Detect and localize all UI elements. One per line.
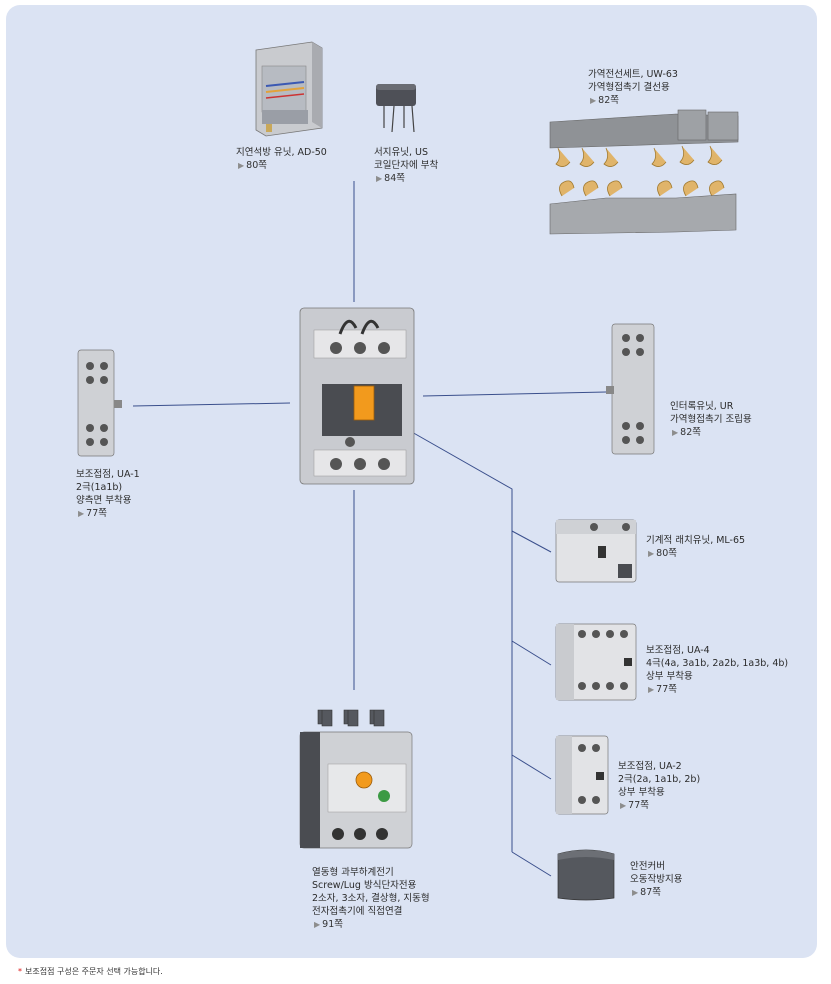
us-surge-unit-image [374, 80, 420, 142]
ua4-label: 보조접점, UA-4 4극(4a, 3a1b, 2a2b, 1a3b, 4b) … [646, 644, 788, 696]
overload-line3: 2소자, 3소자, 결상형, 지동형 [312, 893, 430, 904]
footnote-text: 보조접점 구성은 주문자 선택 가능합니다. [25, 967, 163, 976]
cover-page: 87쪽 [630, 886, 682, 899]
uw63-page: 82쪽 [588, 94, 678, 107]
uw63-line2: 가역형접촉기 결선용 [588, 82, 670, 93]
ur-page: 82쪽 [670, 426, 752, 439]
ua1-page: 77쪽 [76, 507, 140, 520]
ml65-page: 80쪽 [646, 547, 745, 560]
us-line2: 코일단자에 부착 [374, 160, 439, 171]
cover-line1: 안전커버 [630, 861, 665, 872]
us-label: 서지유닛, US 코일단자에 부착 84쪽 [374, 146, 438, 185]
ua4-line3: 상부 부착용 [646, 671, 693, 682]
overload-page: 91쪽 [312, 918, 430, 931]
overload-label: 열동형 과부하계전기 Screw/Lug 방식단자전용 2소자, 3소자, 결상… [312, 866, 430, 931]
ua2-unit-image [554, 734, 612, 820]
ua1-unit-image [76, 348, 126, 462]
ua4-page: 77쪽 [646, 683, 788, 696]
ur-line1: 인터록유닛, UR [670, 401, 734, 412]
ua2-line2: 2극(2a, 1a1b, 2b) [618, 774, 701, 785]
overload-relay-image [298, 708, 414, 854]
ua1-line3: 양측면 부착용 [76, 495, 132, 506]
us-page: 84쪽 [374, 172, 438, 185]
ml65-line1: 기계적 래치유닛, ML-65 [646, 535, 746, 546]
overload-line4: 전자접촉기에 직접연결 [312, 906, 403, 917]
ad50-unit-image [252, 40, 324, 144]
ad50-page: 80쪽 [236, 159, 327, 172]
footnote: *보조접점 구성은 주문자 선택 가능합니다. [18, 966, 163, 977]
ua2-line1: 보조접점, UA-2 [618, 761, 682, 772]
ur-label: 인터록유닛, UR 가역형접촉기 조립용 82쪽 [670, 400, 752, 439]
ua4-line2: 4극(4a, 3a1b, 2a2b, 1a3b, 4b) [646, 658, 789, 669]
us-line1: 서지유닛, US [374, 147, 428, 158]
ur-unit-image [606, 322, 658, 460]
cover-label: 안전커버 오동작방지용 87쪽 [630, 860, 682, 899]
footnote-mark: * [18, 967, 22, 976]
ua2-line3: 상부 부착용 [618, 787, 665, 798]
ml65-label: 기계적 래치유닛, ML-65 80쪽 [646, 534, 745, 560]
ua4-unit-image [554, 622, 640, 706]
ml65-unit-image [554, 518, 640, 588]
overload-line1: 열동형 과부하계전기 [312, 867, 394, 878]
uw63-label: 가역전선세트, UW-63 가역형접촉기 결선용 82쪽 [588, 68, 678, 107]
ad50-label: 지연석방 유닛, AD-50 80쪽 [236, 146, 327, 172]
ad50-name: 지연석방 유닛, AD-50 [236, 147, 327, 158]
safety-cover-image [554, 848, 618, 908]
uw63-line1: 가역전선세트, UW-63 [588, 69, 678, 80]
ua1-label: 보조접점, UA-1 2극(1a1b) 양측면 부착용 77쪽 [76, 468, 140, 520]
ua4-line1: 보조접점, UA-4 [646, 645, 710, 656]
cover-line2: 오동작방지용 [630, 874, 683, 885]
main-contactor-image [296, 304, 418, 492]
ua1-line1: 보조접점, UA-1 [76, 469, 140, 480]
ua2-page: 77쪽 [618, 799, 700, 812]
ur-line2: 가역형접촉기 조립용 [670, 414, 752, 425]
uw63-wire-set-image [546, 108, 742, 240]
ua1-line2: 2극(1a1b) [76, 482, 123, 493]
overload-line2: Screw/Lug 방식단자전용 [312, 880, 417, 891]
ua2-label: 보조접점, UA-2 2극(2a, 1a1b, 2b) 상부 부착용 77쪽 [618, 760, 700, 812]
